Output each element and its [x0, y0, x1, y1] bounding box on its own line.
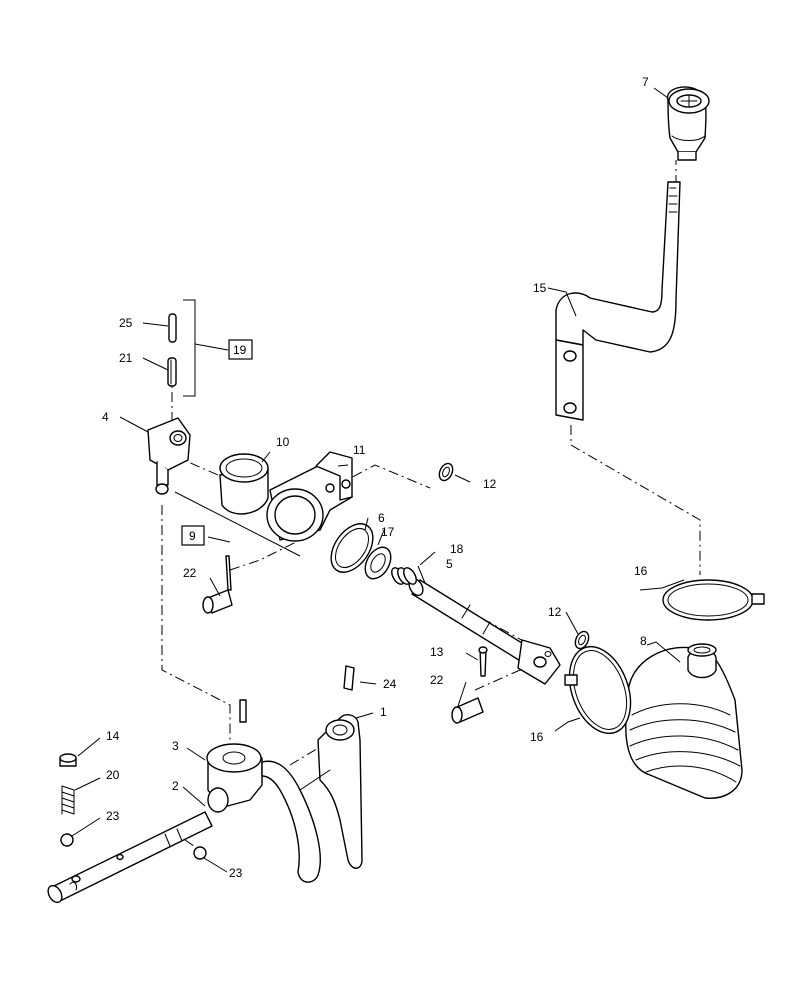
callout-box-9: 9 [181, 525, 205, 546]
part-24-spring-pin [343, 665, 355, 691]
part-12-washer-upper [438, 462, 454, 482]
callout-18: 18 [450, 542, 464, 556]
part-17-washer [364, 546, 392, 580]
callout-16-upper: 16 [634, 564, 648, 578]
part-11-housing [266, 451, 353, 542]
callout-box-19: 19 [228, 339, 253, 360]
callout-10: 10 [276, 435, 290, 449]
callout-23-right: 23 [229, 866, 243, 880]
callout-17: 17 [381, 525, 395, 539]
group-9-bracket [174, 491, 301, 557]
group-19-bracket [183, 299, 229, 397]
callout-19: 19 [233, 343, 247, 357]
callout-8: 8 [640, 634, 647, 648]
part-14-plug [59, 753, 77, 767]
callout-1: 1 [380, 705, 387, 719]
callout-labels: 7 15 16 8 10 11 12 6 17 18 5 4 25 21 22 … [102, 75, 649, 880]
callout-12-upper: 12 [483, 477, 497, 491]
callout-24: 24 [383, 677, 397, 691]
callout-16-lower: 16 [530, 730, 544, 744]
part-10-bushing [219, 453, 269, 515]
callout-4: 4 [102, 410, 109, 424]
callout-11: 11 [353, 443, 366, 457]
part-12-washer-lower [574, 630, 590, 650]
part-8-rubber-boot [625, 643, 743, 799]
part-18-spring [391, 567, 417, 585]
callout-23-left: 23 [106, 809, 120, 823]
callout-5: 5 [446, 557, 453, 571]
callout-9: 9 [189, 529, 196, 543]
part-2-shift-rail [47, 811, 213, 904]
part-16-clamp-lower [564, 645, 632, 735]
callout-20: 20 [106, 768, 120, 782]
callout-12-lower: 12 [548, 605, 562, 619]
part-pin-small [239, 699, 247, 723]
part-20-detent-spring [61, 785, 75, 815]
callout-6: 6 [378, 511, 385, 525]
callout-2: 2 [172, 779, 179, 793]
part-23-detent-ball-left [60, 833, 74, 847]
callout-21: 21 [119, 351, 133, 365]
callout-25: 25 [119, 316, 133, 330]
part-5-shift-shaft [408, 577, 561, 685]
part-25-pin [168, 313, 177, 343]
part-22-clevis-pin-lower [451, 697, 484, 724]
part-21-roll-pin [167, 357, 177, 387]
part-15-shift-lever [555, 181, 681, 421]
callout-22-upper: 22 [183, 566, 197, 580]
part-23-detent-ball-right [193, 846, 207, 860]
callout-13: 13 [430, 645, 444, 659]
part-22-clevis-pin-upper [202, 555, 233, 614]
part-3-selector-block [206, 743, 263, 813]
part-7-shift-knob [667, 86, 710, 161]
callout-leaders [71, 87, 685, 873]
callout-14: 14 [106, 729, 120, 743]
part-13-cotter-pin [478, 646, 488, 677]
part-1-shift-fork [261, 714, 363, 883]
callout-7: 7 [642, 75, 649, 89]
part-4-pivot-block [147, 417, 191, 495]
callout-15: 15 [533, 281, 547, 295]
callout-3: 3 [172, 739, 179, 753]
part-16-clamp-upper [662, 579, 765, 621]
part-6-o-ring [330, 523, 374, 573]
callout-22-lower: 22 [430, 673, 444, 687]
